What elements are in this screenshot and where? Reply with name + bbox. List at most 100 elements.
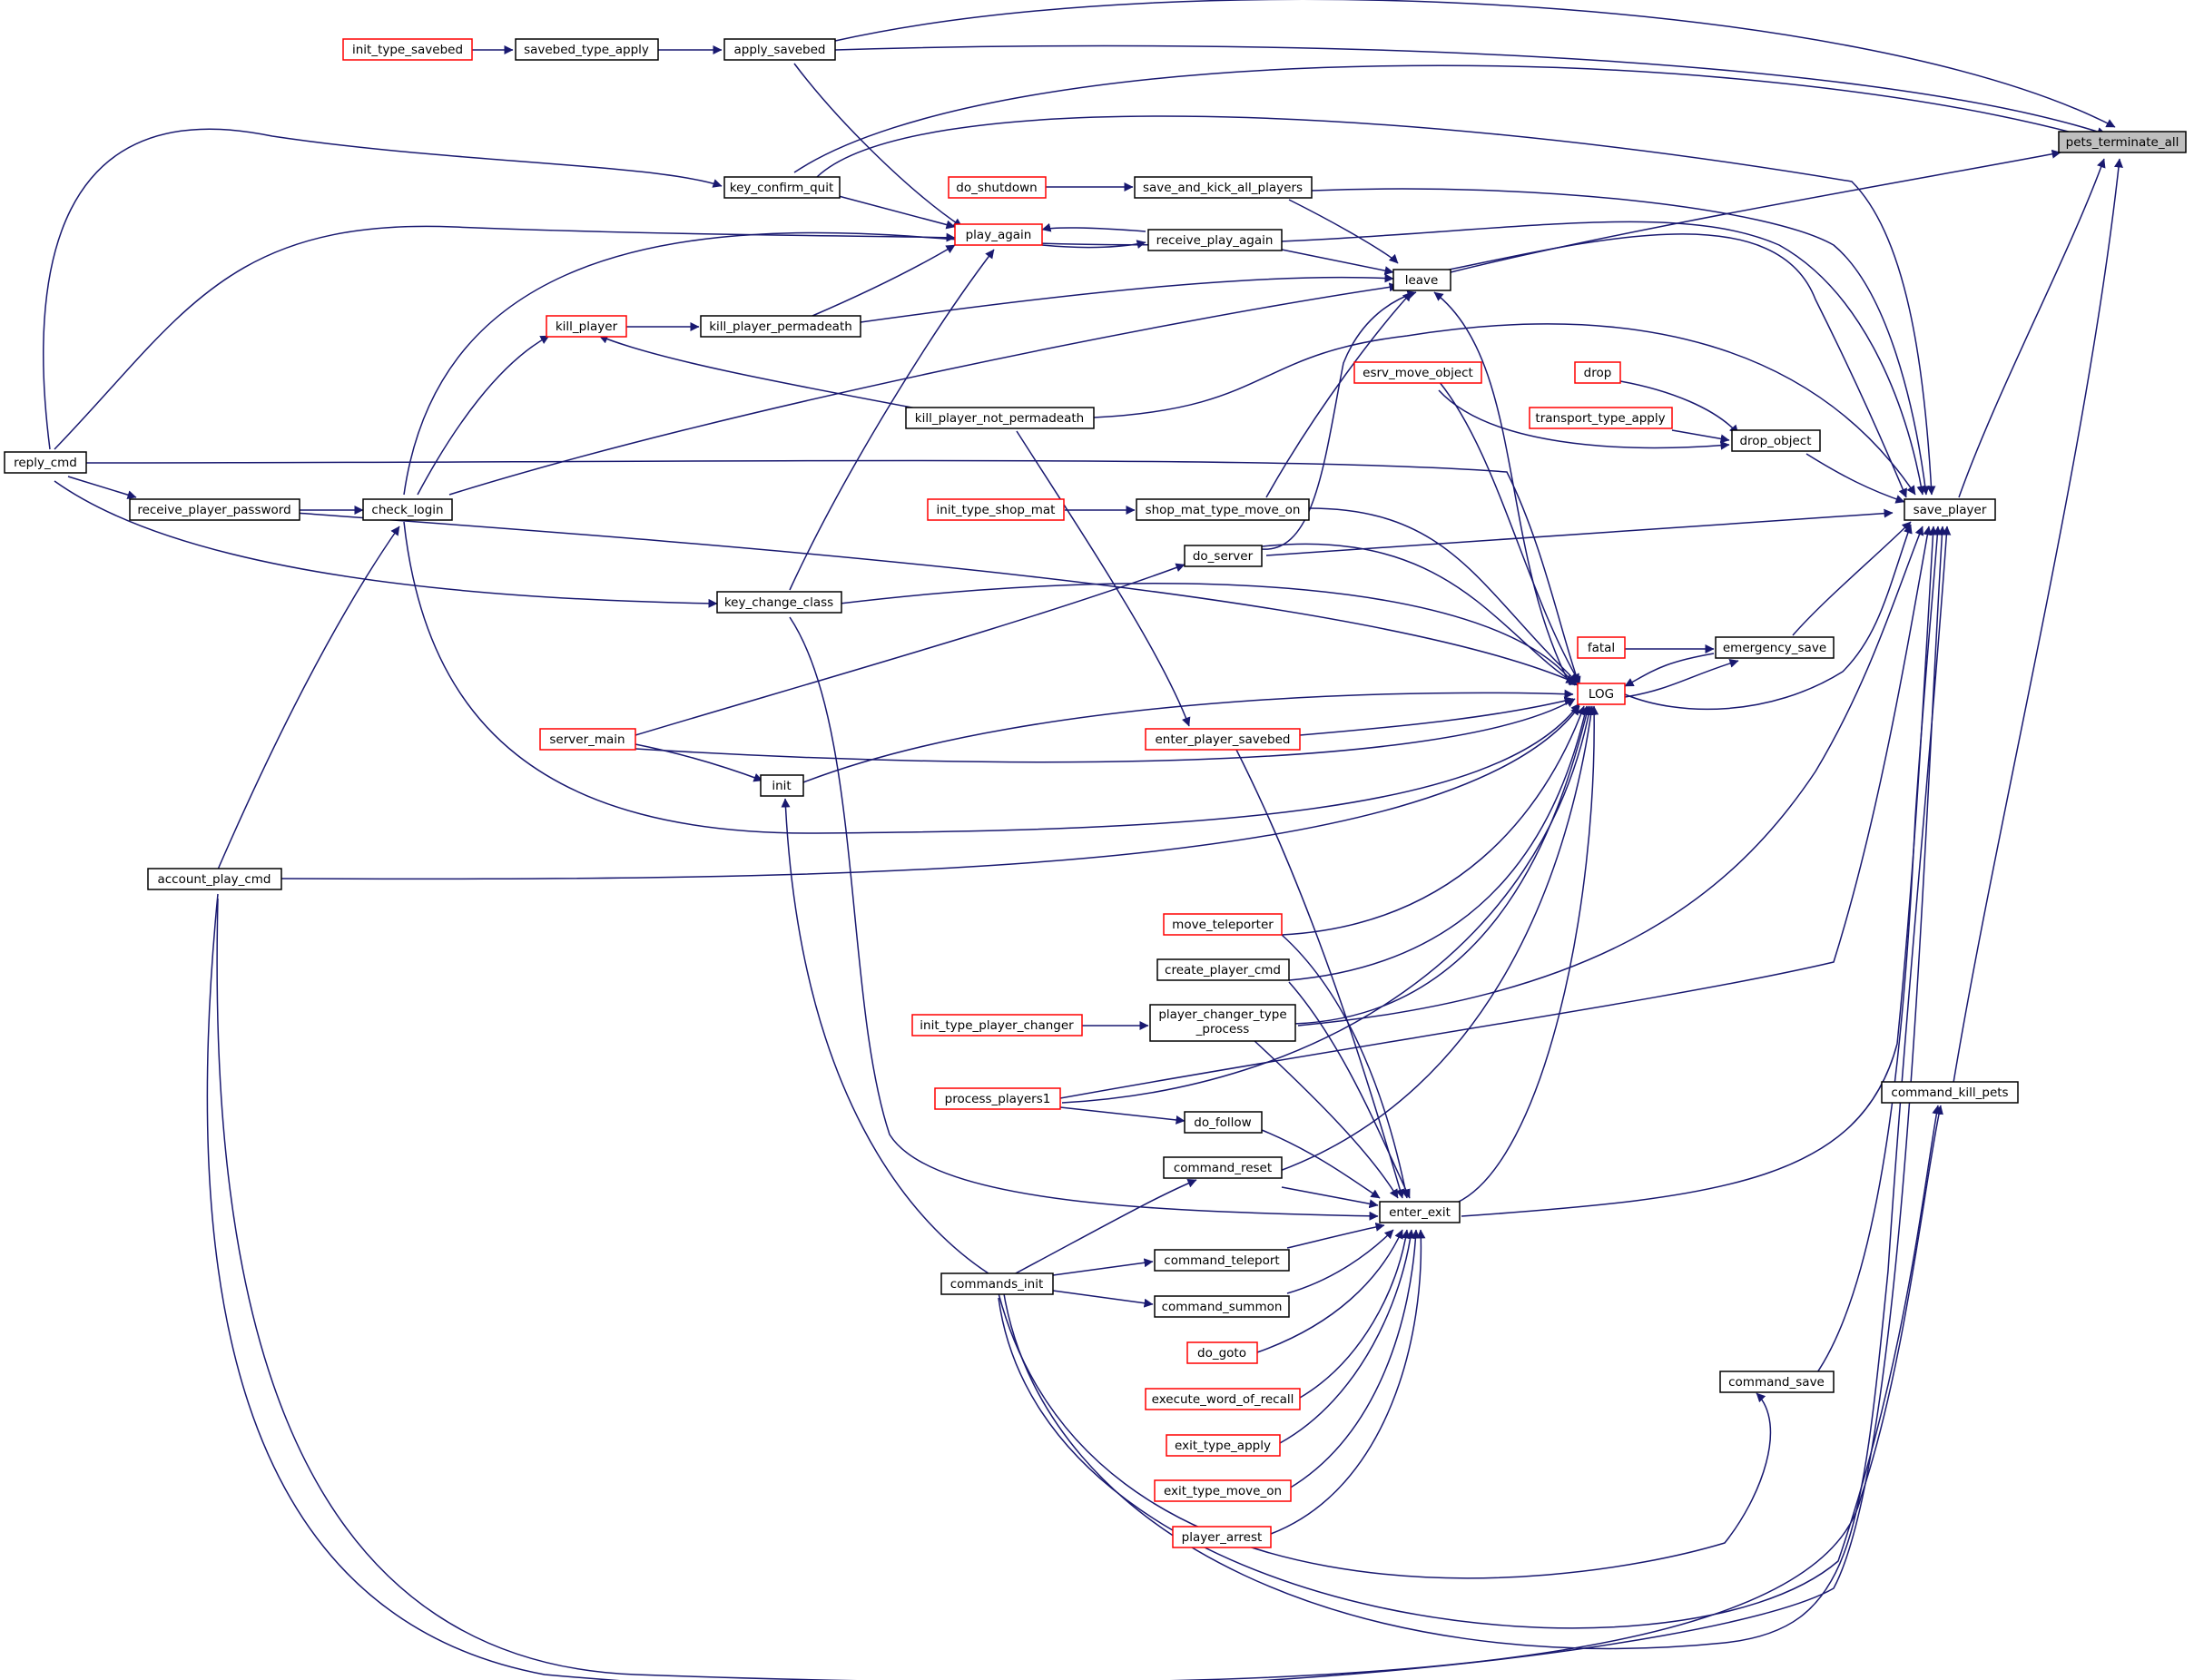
node-create_player_cmd[interactable]: create_player_cmd — [1156, 958, 1290, 981]
svg-text:init_type_player_changer: init_type_player_changer — [920, 1018, 1074, 1033]
node-exit_type_move_on[interactable]: exit_type_move_on — [1154, 1479, 1292, 1502]
node-exit_type_apply[interactable]: exit_type_apply — [1166, 1434, 1281, 1457]
node-check_login[interactable]: check_login — [362, 498, 453, 521]
node-do_server[interactable]: do_server — [1184, 545, 1263, 567]
edge-shop_mat_type_move_on-LOG — [1308, 507, 1579, 683]
edge-esrv_move_object-drop_object — [1438, 389, 1730, 450]
node-command_teleport[interactable]: command_teleport — [1154, 1249, 1290, 1272]
svg-text:savebed_type_apply: savebed_type_apply — [524, 43, 649, 57]
svg-text:do_shutdown: do_shutdown — [956, 181, 1037, 195]
call-edges — [43, 0, 2123, 1680]
node-key_confirm_quit[interactable]: key_confirm_quit — [723, 176, 841, 199]
svg-text:esrv_move_object: esrv_move_object — [1363, 366, 1473, 380]
edge-key_change_class-play_again — [789, 249, 995, 591]
node-apply_savebed[interactable]: apply_savebed — [723, 38, 836, 61]
node-save_player[interactable]: save_player — [1904, 498, 1996, 521]
node-drop_object[interactable]: drop_object — [1731, 429, 1821, 452]
node-receive_player_password[interactable]: receive_player_password — [129, 498, 300, 521]
node-command_save[interactable]: command_save — [1719, 1371, 1835, 1393]
edge-LOG-emergency_save — [1624, 659, 1739, 698]
node-enter_exit[interactable]: enter_exit — [1379, 1201, 1461, 1223]
node-account_play_cmd[interactable]: account_play_cmd — [147, 868, 282, 890]
node-commands_init[interactable]: commands_init — [940, 1272, 1054, 1295]
node-server_main[interactable]: server_main — [539, 728, 636, 751]
nodes-layer: pets_terminate_all init_type_savebed sav… — [4, 38, 2187, 1548]
svg-text:do_server: do_server — [1193, 549, 1254, 564]
node-player_changer_type_process[interactable]: player_changer_type_process — [1149, 1004, 1296, 1042]
node-move_teleporter[interactable]: move_teleporter — [1163, 913, 1283, 936]
node-LOG[interactable]: LOG — [1577, 683, 1626, 705]
node-receive_play_again[interactable]: receive_play_again — [1147, 229, 1283, 251]
edge-key_confirm_quit-play_again — [834, 194, 956, 230]
node-do_goto[interactable]: do_goto — [1186, 1341, 1258, 1364]
node-transport_type_apply[interactable]: transport_type_apply — [1529, 407, 1673, 429]
node-esrv_move_object[interactable]: esrv_move_object — [1353, 361, 1482, 384]
edge-check_login-save_player — [403, 221, 1926, 496]
node-play_again[interactable]: play_again — [954, 223, 1043, 246]
edge-apply_savebed-pets_terminate_all-2 — [834, 44, 2107, 136]
node-process_players1[interactable]: process_players1 — [934, 1087, 1061, 1110]
node-player_arrest[interactable]: player_arrest — [1172, 1526, 1272, 1548]
edge-check_login-leave — [448, 282, 1399, 496]
svg-text:command_reset: command_reset — [1174, 1161, 1272, 1175]
node-init_type_savebed[interactable]: init_type_savebed — [342, 38, 473, 61]
edge-server_main-init — [635, 743, 763, 782]
node-pets_terminate_all[interactable]: pets_terminate_all — [2058, 131, 2187, 153]
svg-text:command_summon: command_summon — [1162, 1300, 1283, 1314]
edge-LOG-leave — [1433, 291, 1571, 686]
svg-text:player_changer_type_process: player_changer_type_process — [1158, 1007, 1286, 1036]
edge-check_login-LOG — [403, 521, 1580, 834]
node-do_shutdown[interactable]: do_shutdown — [948, 176, 1047, 199]
node-emergency_save[interactable]: emergency_save — [1715, 636, 1835, 659]
edge-commands_init-command_kill_pets — [998, 1105, 1942, 1629]
edge-account_play_cmd-LOG — [280, 705, 1580, 880]
node-fatal[interactable]: fatal — [1577, 636, 1626, 659]
node-reply_cmd[interactable]: reply_cmd — [4, 451, 87, 474]
node-command_reset[interactable]: command_reset — [1163, 1156, 1283, 1179]
svg-text:do_follow: do_follow — [1194, 1115, 1251, 1130]
svg-text:save_player: save_player — [1914, 503, 1987, 517]
edge-receive_play_again-leave — [1281, 249, 1394, 276]
node-kill_player_permadeath[interactable]: kill_player_permadeath — [700, 315, 861, 338]
svg-text:leave: leave — [1405, 273, 1439, 288]
svg-text:pets_terminate_all: pets_terminate_all — [2066, 135, 2179, 150]
svg-text:do_goto: do_goto — [1197, 1346, 1246, 1361]
svg-text:play_again: play_again — [966, 228, 1032, 242]
edge-reply_cmd-LOG — [85, 459, 1581, 686]
edge-drop-drop_object — [1619, 380, 1739, 435]
edge-commands_init-command_reset — [1011, 1179, 1197, 1276]
edge-process_players1-LOG — [1061, 705, 1594, 1104]
node-drop[interactable]: drop — [1574, 361, 1621, 384]
node-key_change_class[interactable]: key_change_class — [716, 591, 842, 614]
edge-do_follow-enter_exit — [1261, 1129, 1381, 1199]
edge-player_changer_type_process-enter_exit — [1252, 1038, 1399, 1199]
edge-emergency_save-save_player — [1792, 521, 1912, 636]
edge-commands_init-command_teleport — [1052, 1258, 1154, 1276]
node-execute_word_of_recall[interactable]: execute_word_of_recall — [1145, 1388, 1301, 1410]
node-enter_player_savebed[interactable]: enter_player_savebed — [1145, 728, 1301, 751]
node-init_type_shop_mat[interactable]: init_type_shop_mat — [927, 498, 1065, 521]
node-shop_mat_type_move_on[interactable]: shop_mat_type_move_on — [1136, 498, 1310, 521]
edge-enter_player_savebed-LOG — [1299, 696, 1574, 736]
node-kill_player[interactable]: kill_player — [546, 315, 627, 338]
svg-text:kill_player: kill_player — [556, 319, 618, 334]
edge-command_reset-LOG — [1279, 705, 1596, 1172]
node-savebed_type_apply[interactable]: savebed_type_apply — [515, 38, 659, 61]
svg-text:drop_object: drop_object — [1739, 434, 1811, 448]
edge-process_players1-do_follow — [1059, 1106, 1186, 1125]
node-command_summon[interactable]: command_summon — [1154, 1295, 1290, 1318]
node-init[interactable]: init — [760, 774, 804, 797]
node-leave[interactable]: leave — [1392, 269, 1451, 291]
edge-kill_player_permadeath-leave — [860, 273, 1394, 323]
svg-text:enter_exit: enter_exit — [1389, 1205, 1451, 1220]
edge-save_player-pets_terminate_all — [1958, 158, 2106, 498]
node-kill_player_not_permadeath[interactable]: kill_player_not_permadeath — [905, 407, 1095, 429]
edge-reply_cmd-receive_player_password — [67, 476, 137, 499]
node-init_type_player_changer[interactable]: init_type_player_changer — [911, 1014, 1083, 1036]
node-do_follow[interactable]: do_follow — [1184, 1111, 1263, 1134]
node-save_and_kick_all_players[interactable]: save_and_kick_all_players — [1134, 176, 1313, 199]
edge-commands_init-command_save — [998, 1292, 1772, 1579]
edge-transport_type_apply-drop_object — [1671, 429, 1730, 444]
node-command_kill_pets[interactable]: command_kill_pets — [1881, 1081, 2019, 1104]
